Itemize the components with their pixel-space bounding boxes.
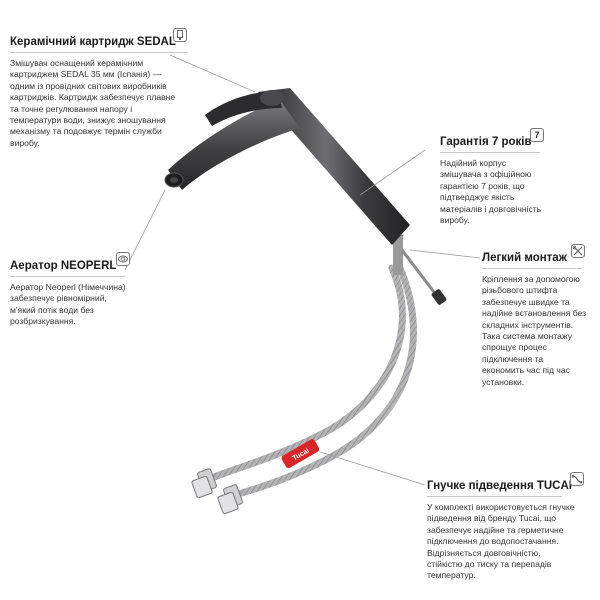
- faucet-body: [258, 88, 410, 245]
- mounting-stud: [393, 235, 403, 275]
- warranty-title: Гарантія 7 років: [440, 136, 532, 148]
- aerator-icon: [116, 252, 130, 266]
- svg-text:Tucai: Tucai: [292, 447, 311, 462]
- hoses-title: Гнучке підведення TUCAI: [427, 480, 572, 492]
- cartridge-title: Керамічний картридж SEDAL: [10, 36, 176, 48]
- divider: [10, 276, 125, 277]
- divider: [427, 496, 562, 497]
- divider: [10, 52, 188, 53]
- aerator-title: Аератор NEOPERL: [10, 260, 117, 272]
- hose-fitting-left: [191, 468, 217, 499]
- warranty-7-icon: 7: [530, 128, 544, 142]
- hose-icon: [570, 472, 584, 486]
- faucet-lever: [205, 91, 282, 126]
- divider: [482, 268, 582, 269]
- aerator-description: Аератор Neoperl (Німеччина)забезпечує рі…: [10, 282, 126, 327]
- callout-hoses: Гнучке підведення TUCAI У комплекті вико…: [427, 480, 595, 582]
- aerator-outlet: [164, 172, 184, 188]
- divider: [440, 152, 540, 153]
- mounting-title: Легкий монтаж: [482, 252, 567, 264]
- cartridge-icon: [173, 28, 187, 42]
- hose-fitting-right: [217, 484, 243, 515]
- hose-right: [234, 264, 417, 498]
- mounting-rod: [400, 249, 442, 301]
- hose-left: [208, 264, 406, 482]
- tools-icon: [571, 244, 585, 258]
- callout-aerator: Аератор NEOPERL Аератор Neoperl (Німеччи…: [10, 260, 150, 328]
- callout-cartridge: Керамічний картридж SEDAL Змішувач оснащ…: [10, 36, 190, 149]
- hose-brand-tag: Tucai: [281, 439, 320, 469]
